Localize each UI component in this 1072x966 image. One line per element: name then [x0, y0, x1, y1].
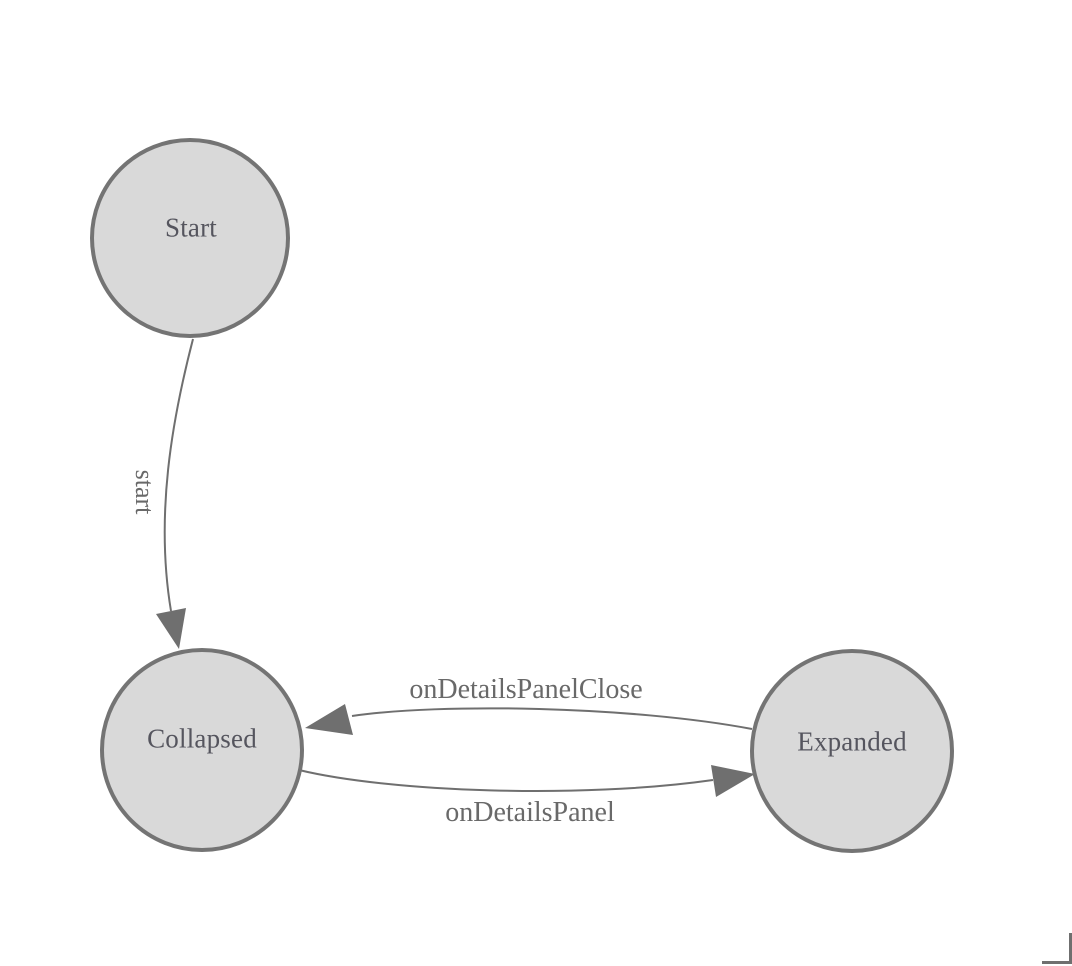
canvas-corner-mark-vertical	[1069, 933, 1072, 964]
state-node-start[interactable]	[90, 138, 290, 338]
transition-ondetailspanelclose-path[interactable]	[351, 707, 753, 730]
transition-ondetailspanel-path[interactable]	[298, 769, 714, 793]
transition-ondetailspanelclose-arrowhead	[305, 704, 353, 735]
state-node-expanded[interactable]	[750, 649, 954, 853]
transition-ondetailspanel-arrowhead	[711, 765, 755, 797]
state-node-collapsed[interactable]	[100, 648, 304, 852]
transition-start-path[interactable]	[163, 338, 194, 612]
canvas-corner-mark-horizontal	[1042, 961, 1072, 964]
transition-start-arrowhead	[156, 608, 186, 649]
